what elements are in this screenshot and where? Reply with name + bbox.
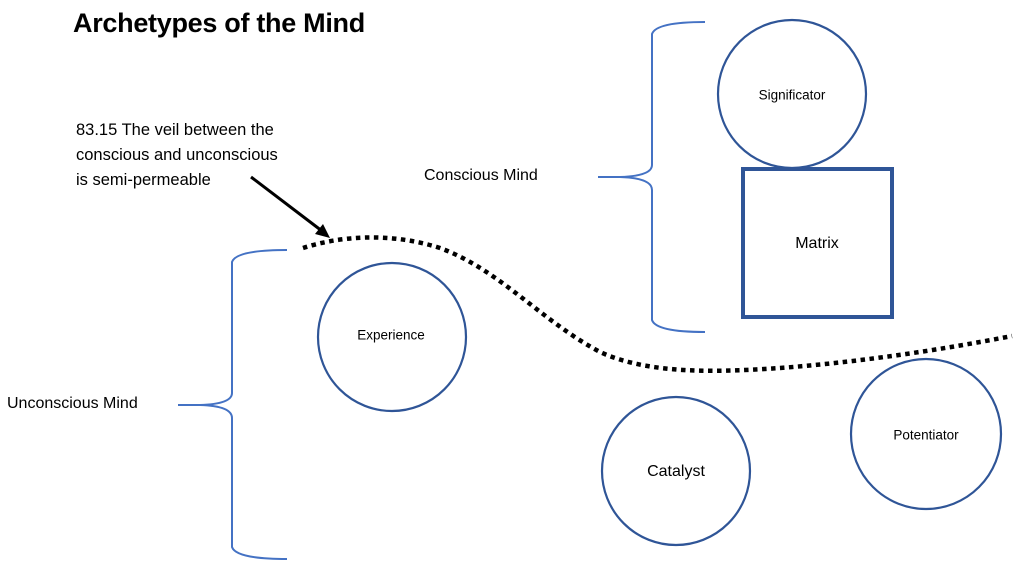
conscious-mind-label: Conscious Mind [424,167,538,184]
unconscious-mind-label: Unconscious Mind [7,395,138,412]
veil-dotted-line [302,235,1013,374]
potentiator-circle [849,357,1003,511]
catalyst-label: Catalyst [647,463,705,480]
significator-label: Significator [758,87,826,103]
experience-circle [316,261,468,413]
potentiator-label: Potentiator [893,427,959,443]
annotation-line: is semi-permeable [76,171,211,189]
annotation-line: 83.15 The veil between the [76,121,274,139]
arrow-icon [250,175,330,238]
unconscious-brace-icon [178,249,288,560]
catalyst-circle [600,395,752,547]
matrix-square [741,167,894,319]
annotation-line: conscious and unconscious [76,146,278,164]
diagram-title: Archetypes of the Mind [73,8,365,38]
conscious-brace-icon [598,21,706,333]
experience-label: Experience [357,327,425,343]
veil-annotation: 83.15 The veil between the conscious and… [76,118,336,193]
matrix-label: Matrix [795,235,839,252]
